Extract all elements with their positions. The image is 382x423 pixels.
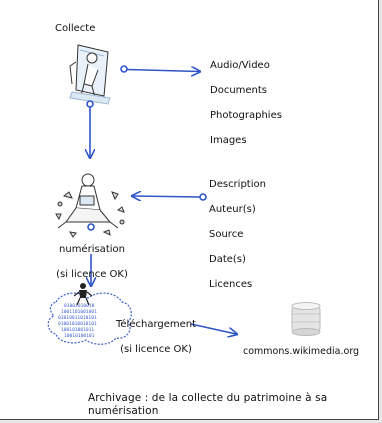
arrow-collect-to-digitization (87, 100, 93, 157)
arrow-metadata-to-digitization (133, 194, 207, 200)
metadata-item: Licences (209, 278, 253, 290)
media-item: Images (210, 134, 247, 146)
arrow-collect-to-media (120, 65, 199, 72)
media-item: Photographies (210, 109, 282, 121)
binary-line: 01001010010 (64, 303, 95, 309)
upload-label-line: Téléchargement (116, 318, 197, 330)
binary-cloud-icon: 0100101001010011010010010101001101010101… (47, 283, 132, 345)
media-item: Audio/Video (210, 59, 270, 71)
binary-line: 01001010010101 (58, 321, 97, 327)
metadata-list: Description Auteur(s) Source Date(s) Lic… (209, 166, 266, 304)
media-list: Audio/Video Documents Photographies Imag… (210, 47, 282, 160)
upload-label: Téléchargement (si licence OK) (116, 306, 196, 369)
database-server-icon (291, 302, 321, 336)
binary-line: 100101001011 (61, 327, 94, 333)
upload-label-line: (si licence OK) (120, 343, 192, 355)
media-item: Documents (210, 84, 268, 96)
metadata-item: Source (209, 228, 244, 240)
metadata-item: Date(s) (209, 253, 246, 265)
arrow-upload-to-commons (190, 323, 236, 334)
person-with-laptop-icon (55, 173, 125, 238)
binary-line: 1001101001001 (61, 309, 97, 315)
metadata-item: Auteur(s) (209, 203, 256, 215)
digitization-label-line: numérisation (59, 243, 125, 255)
digitization-label-line: (si licence OK) (56, 268, 128, 280)
binary-line: 10010100101 (64, 333, 95, 339)
destination-label: commons.wikimedia.org (243, 346, 360, 357)
metadata-item: Description (209, 178, 266, 190)
arrow-digitization-to-upload (88, 223, 94, 285)
person-carrying-frame-icon (69, 44, 111, 105)
digitization-label: numérisation (si licence OK) (44, 231, 140, 294)
collect-title: Collecte (55, 23, 96, 34)
binary-line: 01010011010101 (58, 315, 97, 321)
diagram-caption: Archivage : de la collecte du patrimoine… (88, 392, 328, 417)
